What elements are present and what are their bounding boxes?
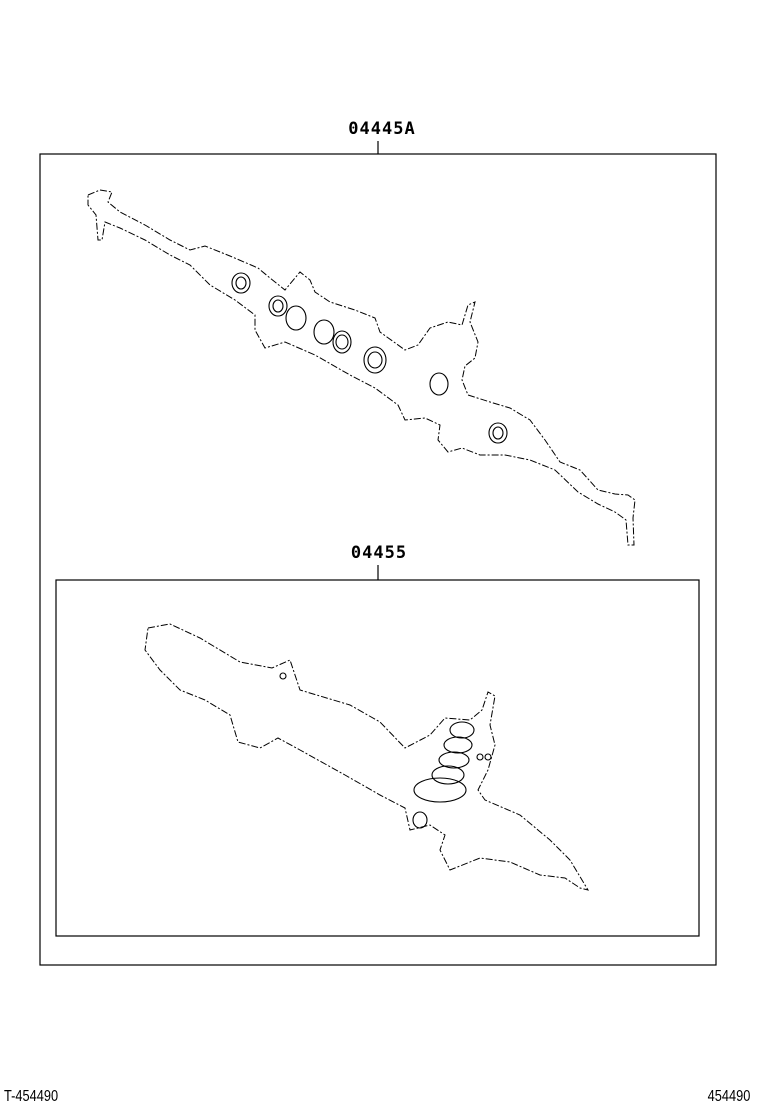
small-ring-3: [279, 672, 287, 680]
pinion-seal-parts: [279, 672, 492, 829]
steering-rack-inner-drawing: [144, 623, 590, 891]
oil-seal-1: [231, 272, 251, 294]
oil-seal-2: [268, 295, 288, 317]
o-ring-2: [313, 319, 335, 345]
spring-coil: [449, 721, 475, 739]
gasket: [413, 777, 467, 803]
small-ring-2: [484, 753, 492, 761]
o-ring-3: [429, 372, 449, 396]
outer-kit-part-number: 04445A: [348, 119, 416, 139]
seal-rings-outer: [231, 272, 508, 444]
o-ring-1: [285, 305, 307, 331]
inner-kit-part-number: 04455: [350, 543, 408, 563]
footer-left-code: T-454490: [4, 1088, 59, 1105]
oil-seal-5: [488, 422, 508, 444]
bushing: [412, 811, 428, 829]
oil-seal-4: [363, 346, 387, 374]
small-ring-1: [476, 753, 484, 761]
oil-seal-3: [332, 330, 352, 354]
footer-right-code: 454490: [707, 1088, 750, 1105]
inner-kit-frame: [55, 579, 700, 937]
steering-rack-assembly-drawing: [87, 189, 636, 546]
